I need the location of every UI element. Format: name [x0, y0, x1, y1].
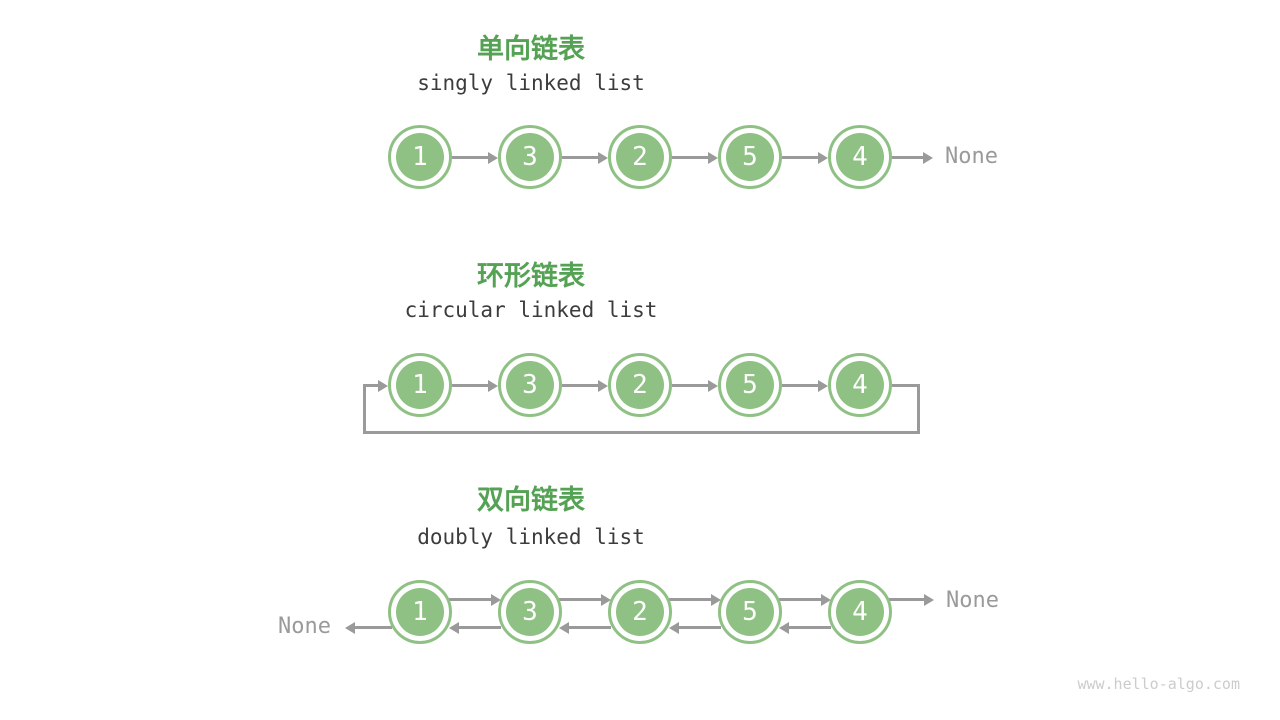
next-arrow — [562, 379, 608, 392]
list-node: 5 — [718, 125, 782, 189]
section-title-en: singly linked list — [417, 71, 645, 95]
node-value: 4 — [836, 588, 884, 636]
watermark: www.hello-algo.com — [1077, 675, 1240, 693]
prev-arrow — [449, 621, 501, 634]
node-value: 2 — [616, 361, 664, 409]
tail-none-label: None — [946, 588, 999, 613]
list-node: 1 — [388, 353, 452, 417]
node-value: 4 — [836, 361, 884, 409]
list-node: 3 — [498, 125, 562, 189]
list-node: 1 — [388, 125, 452, 189]
node-value: 1 — [396, 588, 444, 636]
next-arrow — [449, 593, 501, 606]
prev-arrow — [779, 621, 831, 634]
next-arrow — [452, 379, 498, 392]
node-value: 5 — [726, 133, 774, 181]
loop-segment-bottom — [363, 431, 920, 434]
tail-arrow — [889, 593, 934, 606]
node-value: 4 — [836, 133, 884, 181]
list-node: 5 — [718, 353, 782, 417]
next-arrow — [562, 151, 608, 164]
section-title-en: circular linked list — [404, 298, 658, 322]
loop-segment-right-vertical — [917, 384, 920, 434]
node-value: 1 — [396, 133, 444, 181]
list-node: 2 — [608, 580, 672, 644]
loop-entry-arrow — [363, 379, 388, 392]
section-title-zh: 双向链表 — [477, 485, 585, 516]
prev-arrow — [559, 621, 611, 634]
list-node: 4 — [828, 125, 892, 189]
section-title-zh: 环形链表 — [477, 261, 585, 292]
node-value: 1 — [396, 361, 444, 409]
node-value: 3 — [506, 133, 554, 181]
tail-arrow — [892, 151, 933, 164]
next-arrow — [672, 379, 718, 392]
list-node: 3 — [498, 580, 562, 644]
head-arrow — [345, 621, 392, 634]
loop-segment-right-horizontal — [892, 384, 920, 387]
list-node: 2 — [608, 353, 672, 417]
list-node: 2 — [608, 125, 672, 189]
node-value: 2 — [616, 133, 664, 181]
list-node: 1 — [388, 580, 452, 644]
node-value: 5 — [726, 361, 774, 409]
section-title-en: doubly linked list — [417, 525, 645, 549]
next-arrow — [452, 151, 498, 164]
next-arrow — [782, 379, 828, 392]
next-arrow — [669, 593, 721, 606]
tail-none-label: None — [945, 144, 998, 169]
next-arrow — [779, 593, 831, 606]
head-none-label: None — [278, 614, 331, 639]
node-value: 5 — [726, 588, 774, 636]
list-node: 3 — [498, 353, 562, 417]
next-arrow — [782, 151, 828, 164]
list-node: 4 — [828, 580, 892, 644]
list-node: 4 — [828, 353, 892, 417]
section-title-zh: 单向链表 — [477, 34, 585, 65]
list-node: 5 — [718, 580, 782, 644]
next-arrow — [559, 593, 611, 606]
node-value: 3 — [506, 588, 554, 636]
loop-segment-left-vertical — [363, 384, 366, 434]
next-arrow — [672, 151, 718, 164]
node-value: 2 — [616, 588, 664, 636]
node-value: 3 — [506, 361, 554, 409]
prev-arrow — [669, 621, 721, 634]
